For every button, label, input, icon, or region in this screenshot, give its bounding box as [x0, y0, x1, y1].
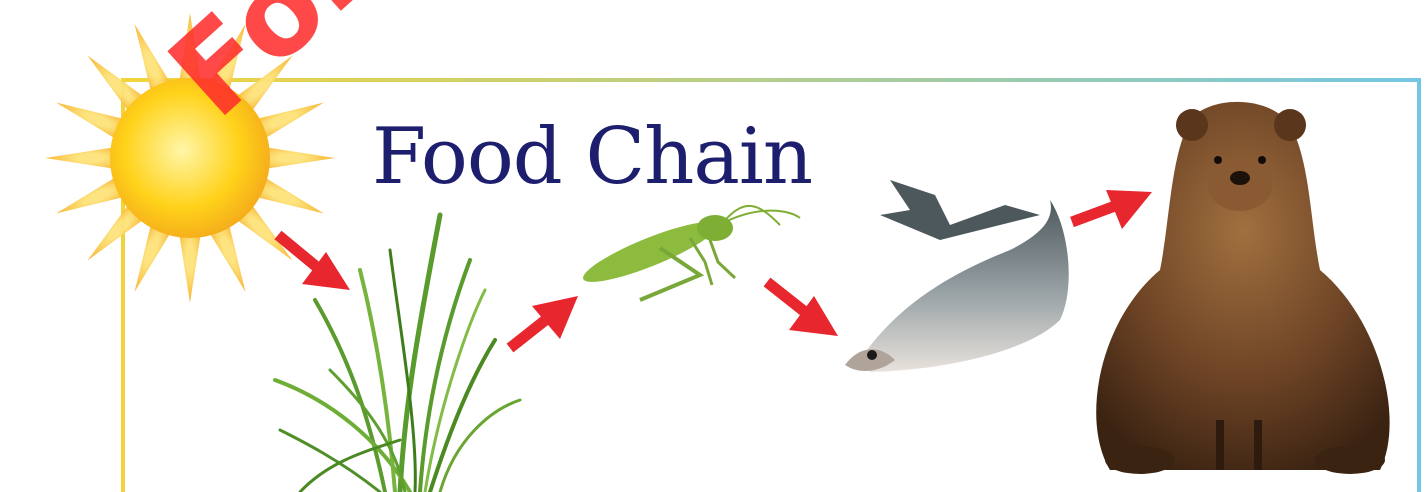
edge-grasshopper-to-fish: [767, 282, 838, 336]
diagram-title: Food Chain: [372, 118, 812, 196]
brown-bear-icon: [1096, 102, 1389, 474]
edge-grass-to-grasshopper: [510, 296, 578, 348]
salmon-icon: [845, 180, 1069, 372]
edge-sun-to-grass: [278, 235, 350, 290]
edge-fish-to-bear: [1072, 190, 1152, 229]
